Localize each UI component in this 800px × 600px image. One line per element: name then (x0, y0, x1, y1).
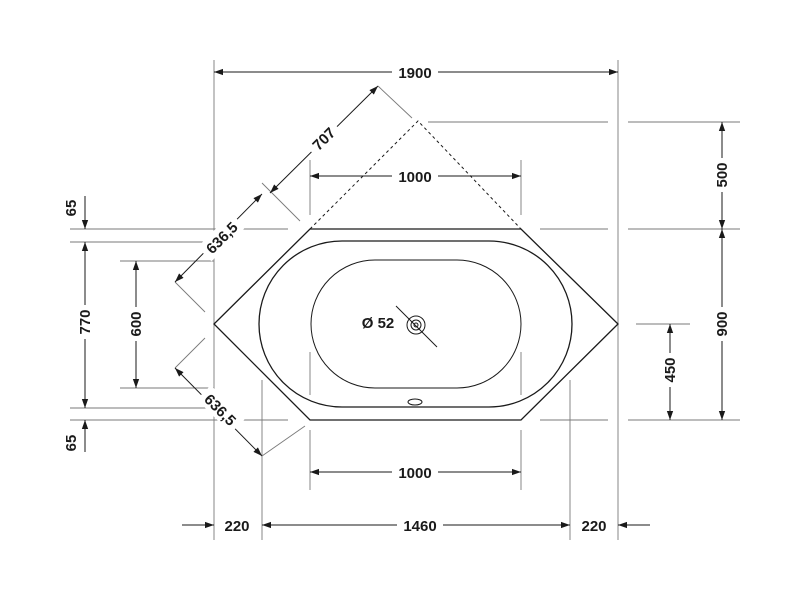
label-220-left: 220 (224, 518, 249, 535)
label-1000-top: 1000 (398, 169, 431, 186)
label-1460: 1460 (403, 518, 436, 535)
label-900: 900 (714, 311, 731, 336)
label-500: 500 (714, 162, 731, 187)
label-65-bottom: 65 (63, 435, 80, 452)
corner-guide-lines (309, 120, 522, 230)
dimension-lines (81, 68, 726, 529)
label-450: 450 (662, 357, 679, 382)
overflow-icon (407, 398, 423, 406)
label-600: 600 (128, 311, 145, 336)
label-1000-bottom: 1000 (398, 465, 431, 482)
label-220-right: 220 (581, 518, 606, 535)
tub-hexagon-rim (213, 228, 619, 421)
tub-inner-rim (258, 240, 573, 408)
label-drain-diameter: Ø 52 (362, 315, 395, 332)
bathtub-outline (213, 120, 619, 421)
label-1900: 1900 (398, 65, 431, 82)
tub-basin (310, 259, 522, 389)
label-65-top: 65 (63, 200, 80, 217)
dimension-labels: 1900 707 1000 636,5 636,5 1000 220 1460 … (63, 62, 732, 535)
drain-icon (395, 305, 438, 348)
label-770: 770 (77, 309, 94, 334)
